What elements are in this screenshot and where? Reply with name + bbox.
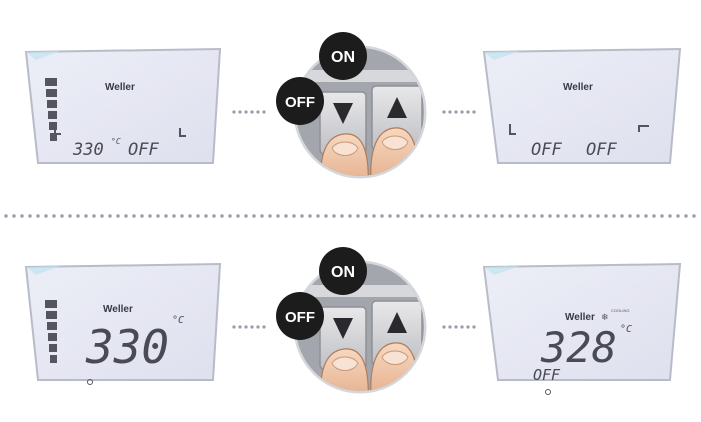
buttons-illustration-bottom: ON OFF xyxy=(276,247,427,394)
power-level-bar xyxy=(45,300,57,363)
weller-logo: Weller xyxy=(105,82,135,93)
corner-mark-icon xyxy=(54,124,61,135)
temperature-unit: °C xyxy=(111,137,121,146)
set-temperature: 330 xyxy=(72,140,104,160)
off-label: OFF xyxy=(285,309,315,326)
on-label: ON xyxy=(331,264,355,281)
standby-icon xyxy=(87,379,93,385)
off-badge xyxy=(276,77,324,125)
on-label: ON xyxy=(331,49,355,66)
left-state: OFF xyxy=(531,140,562,160)
temperature-unit: °C xyxy=(172,315,184,326)
display-bottom-right: Weller ❄ COOLING 328 °C OFF xyxy=(482,262,682,395)
set-temperature: 330 xyxy=(85,320,169,374)
power-state: OFF xyxy=(128,140,159,160)
temperature-unit: °C xyxy=(620,324,632,335)
weller-logo: Weller xyxy=(103,304,133,315)
corner-mark-icon xyxy=(638,125,649,132)
off-label: OFF xyxy=(285,94,315,111)
on-badge xyxy=(319,247,367,295)
connector-dots xyxy=(232,325,476,329)
weller-logo: Weller xyxy=(563,82,593,93)
display-top-left: Weller 330 °C OFF xyxy=(24,47,222,164)
power-state: OFF xyxy=(533,366,561,384)
arrow-down-icon xyxy=(333,318,353,339)
display-top-right: Weller OFF OFF xyxy=(482,47,682,164)
arrow-down-icon xyxy=(333,103,353,124)
on-badge xyxy=(319,32,367,80)
current-temperature: 328 xyxy=(540,323,617,372)
snowflake-icon: ❄ xyxy=(601,313,609,323)
section-divider xyxy=(4,214,696,218)
arrow-up-icon xyxy=(387,97,407,118)
display-bottom-left: Weller 330 °C xyxy=(24,262,222,385)
corner-mark-icon xyxy=(509,124,516,135)
right-state: OFF xyxy=(586,140,617,160)
arrow-up-icon xyxy=(387,312,407,333)
corner-mark-icon xyxy=(179,128,186,137)
cooling-label: COOLING xyxy=(611,308,629,313)
buttons-illustration-top: ON OFF xyxy=(276,32,427,179)
connector-dots xyxy=(232,110,476,114)
standby-icon xyxy=(545,389,551,395)
off-badge xyxy=(276,292,324,340)
power-level-bar xyxy=(45,78,57,141)
weller-logo: Weller xyxy=(565,312,595,323)
